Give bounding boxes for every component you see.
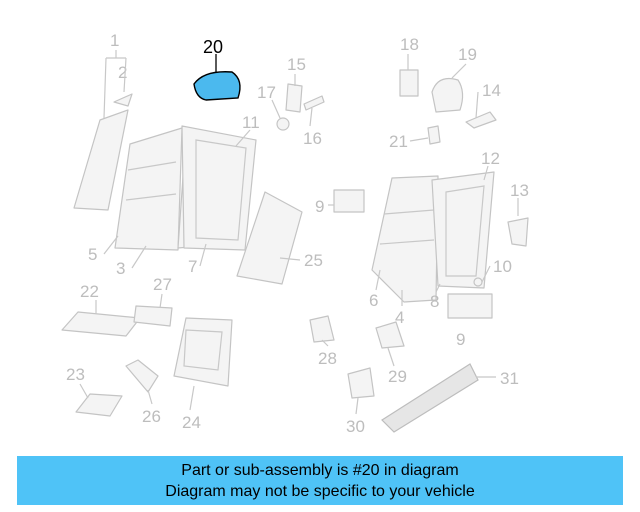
callout-label: 21 <box>389 132 408 151</box>
parts-diagram: 20 1 2 3 5 7 10 11 12 13 14 15 16 17 18 … <box>61 31 529 436</box>
callout-label: 15 <box>287 55 306 74</box>
callout-label: 27 <box>153 275 172 294</box>
callout-label: 10 <box>493 257 512 276</box>
callout-label: 24 <box>182 413 201 432</box>
callout-label: 8 <box>430 292 439 311</box>
callout-labels: 1 2 3 5 7 10 11 12 13 14 15 16 17 18 19 … <box>66 31 529 436</box>
callout-label: 25 <box>304 251 323 270</box>
callout-label: 3 <box>116 259 125 278</box>
callout-20: 20 <box>203 37 223 57</box>
callout-label: 6 <box>369 291 378 310</box>
callout-label: 12 <box>481 149 500 168</box>
callout-label: 14 <box>482 81 501 100</box>
callout-label: 13 <box>510 181 529 200</box>
banner-line-disclaimer: Diagram may not be specific to your vehi… <box>165 482 475 500</box>
callout-label: 26 <box>142 407 161 426</box>
callout-label: 18 <box>400 35 419 54</box>
callout-label: 19 <box>458 45 477 64</box>
callout-label: 1 <box>110 31 119 50</box>
leader-lines <box>79 50 519 415</box>
callout-label: 4 <box>395 308 404 327</box>
banner-line-part: Part or sub-assembly is #20 in diagram <box>181 461 459 479</box>
callout-label: 29 <box>388 367 407 386</box>
callout-label: 30 <box>346 417 365 436</box>
callout-label: 9 <box>315 197 324 216</box>
callout-label: 28 <box>318 349 337 368</box>
callout-label: 11 <box>242 113 260 132</box>
headrest-part-20 <box>193 71 241 101</box>
callout-label: 16 <box>303 129 322 148</box>
callout-label: 17 <box>257 83 276 102</box>
callout-label: 7 <box>188 257 197 276</box>
callout-label: 23 <box>66 365 85 384</box>
callout-label: 2 <box>118 63 127 82</box>
callout-label: 9 <box>456 330 465 349</box>
callout-label: 22 <box>80 282 99 301</box>
diagram-parts <box>61 69 529 433</box>
callout-label: 5 <box>88 245 97 264</box>
highlighted-part-20: 20 <box>193 37 241 101</box>
callout-label: 31 <box>500 369 519 388</box>
info-banner: Part or sub-assembly is #20 in diagram D… <box>17 456 623 505</box>
